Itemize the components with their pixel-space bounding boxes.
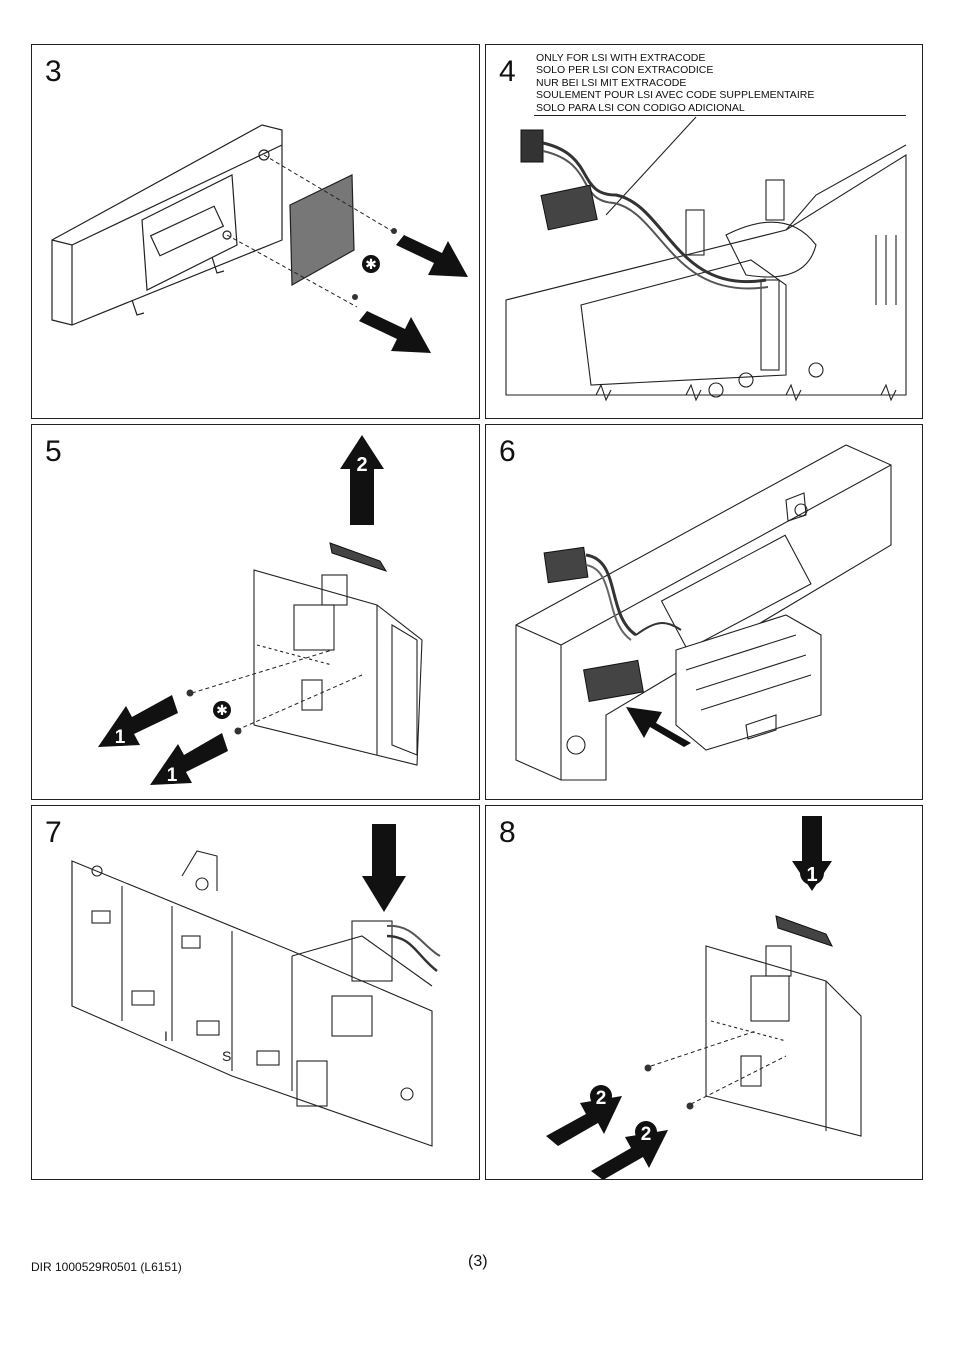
step-number: 6: [499, 435, 516, 468]
step-number: 7: [45, 816, 62, 849]
note-line: SOLO PER LSI CON EXTRACODICE: [536, 64, 714, 77]
connector-icon: [543, 546, 589, 584]
extracode-note: ONLY FOR LSI WITH EXTRACODE SOLO PER LSI…: [536, 52, 814, 114]
svg-text:✱: ✱: [216, 703, 228, 719]
step-number: 3: [45, 55, 62, 88]
arrow-icon: [396, 235, 468, 277]
arrow-up-icon: [340, 435, 384, 525]
connector-icon: [583, 659, 644, 703]
step-3-panel: 3 ✱: [31, 44, 480, 419]
arrow-icon: [546, 1096, 622, 1146]
callout-number: 2: [596, 1088, 607, 1109]
callout-number: 1: [115, 727, 126, 748]
step-5-panel: 5 2 ✱ 1 1: [31, 424, 480, 800]
svg-text:✱: ✱: [365, 257, 377, 273]
step-4-illustration: [505, 116, 907, 402]
note-line: ONLY FOR LSI WITH EXTRACODE: [536, 52, 706, 64]
note-line: NUR BEI LSI MIT EXTRACODE: [536, 76, 687, 89]
screwdriver-icon: [213, 701, 231, 719]
note-line: SOLO PARA LSI CON CODIGO ADICIONAL: [536, 101, 745, 114]
module-letter: I: [164, 1028, 168, 1044]
note-underline: [534, 115, 906, 116]
step-number: 5: [45, 435, 62, 468]
step-5-illustration: 2 ✱ 1 1: [98, 435, 423, 786]
arrow-icon: [359, 311, 431, 353]
arrow-icon: [626, 707, 691, 747]
callout-number: 2: [356, 454, 367, 476]
step-number: 4: [499, 55, 516, 88]
connector-icon: [520, 129, 544, 163]
callout-number: 1: [806, 864, 817, 886]
step-3-illustration: ✱: [51, 124, 468, 353]
step-8-illustration: 1 2 2: [546, 816, 862, 1179]
cover-plate: [289, 174, 355, 287]
callout-number: 2: [641, 1124, 652, 1145]
page-number: (3): [468, 1253, 488, 1270]
connector-icon: [540, 184, 598, 231]
arrow-icon: [150, 733, 228, 785]
step-8-panel: 8 1 2 2: [485, 805, 923, 1180]
step-number: 8: [499, 816, 516, 849]
document-code: DIR 1000529R0501 (L6151): [31, 1260, 182, 1274]
step-7-illustration: S I: [71, 824, 441, 1147]
arrow-icon: [591, 1130, 668, 1179]
step-6-illustration: [515, 444, 892, 781]
arrow-down-icon: [362, 824, 406, 912]
note-line: SOULEMENT POUR LSI AVEC CODE SUPPLEMENTA…: [536, 89, 815, 102]
callout-number: 1: [167, 765, 178, 786]
step-6-panel: 6: [485, 424, 923, 800]
step-7-panel: 7 S I: [31, 805, 480, 1180]
screwdriver-icon: [362, 255, 380, 273]
module-letter: S: [222, 1048, 231, 1064]
step-4-panel: 4 ONLY FOR LSI WITH EXTRACODE SOLO PER L…: [485, 44, 923, 419]
